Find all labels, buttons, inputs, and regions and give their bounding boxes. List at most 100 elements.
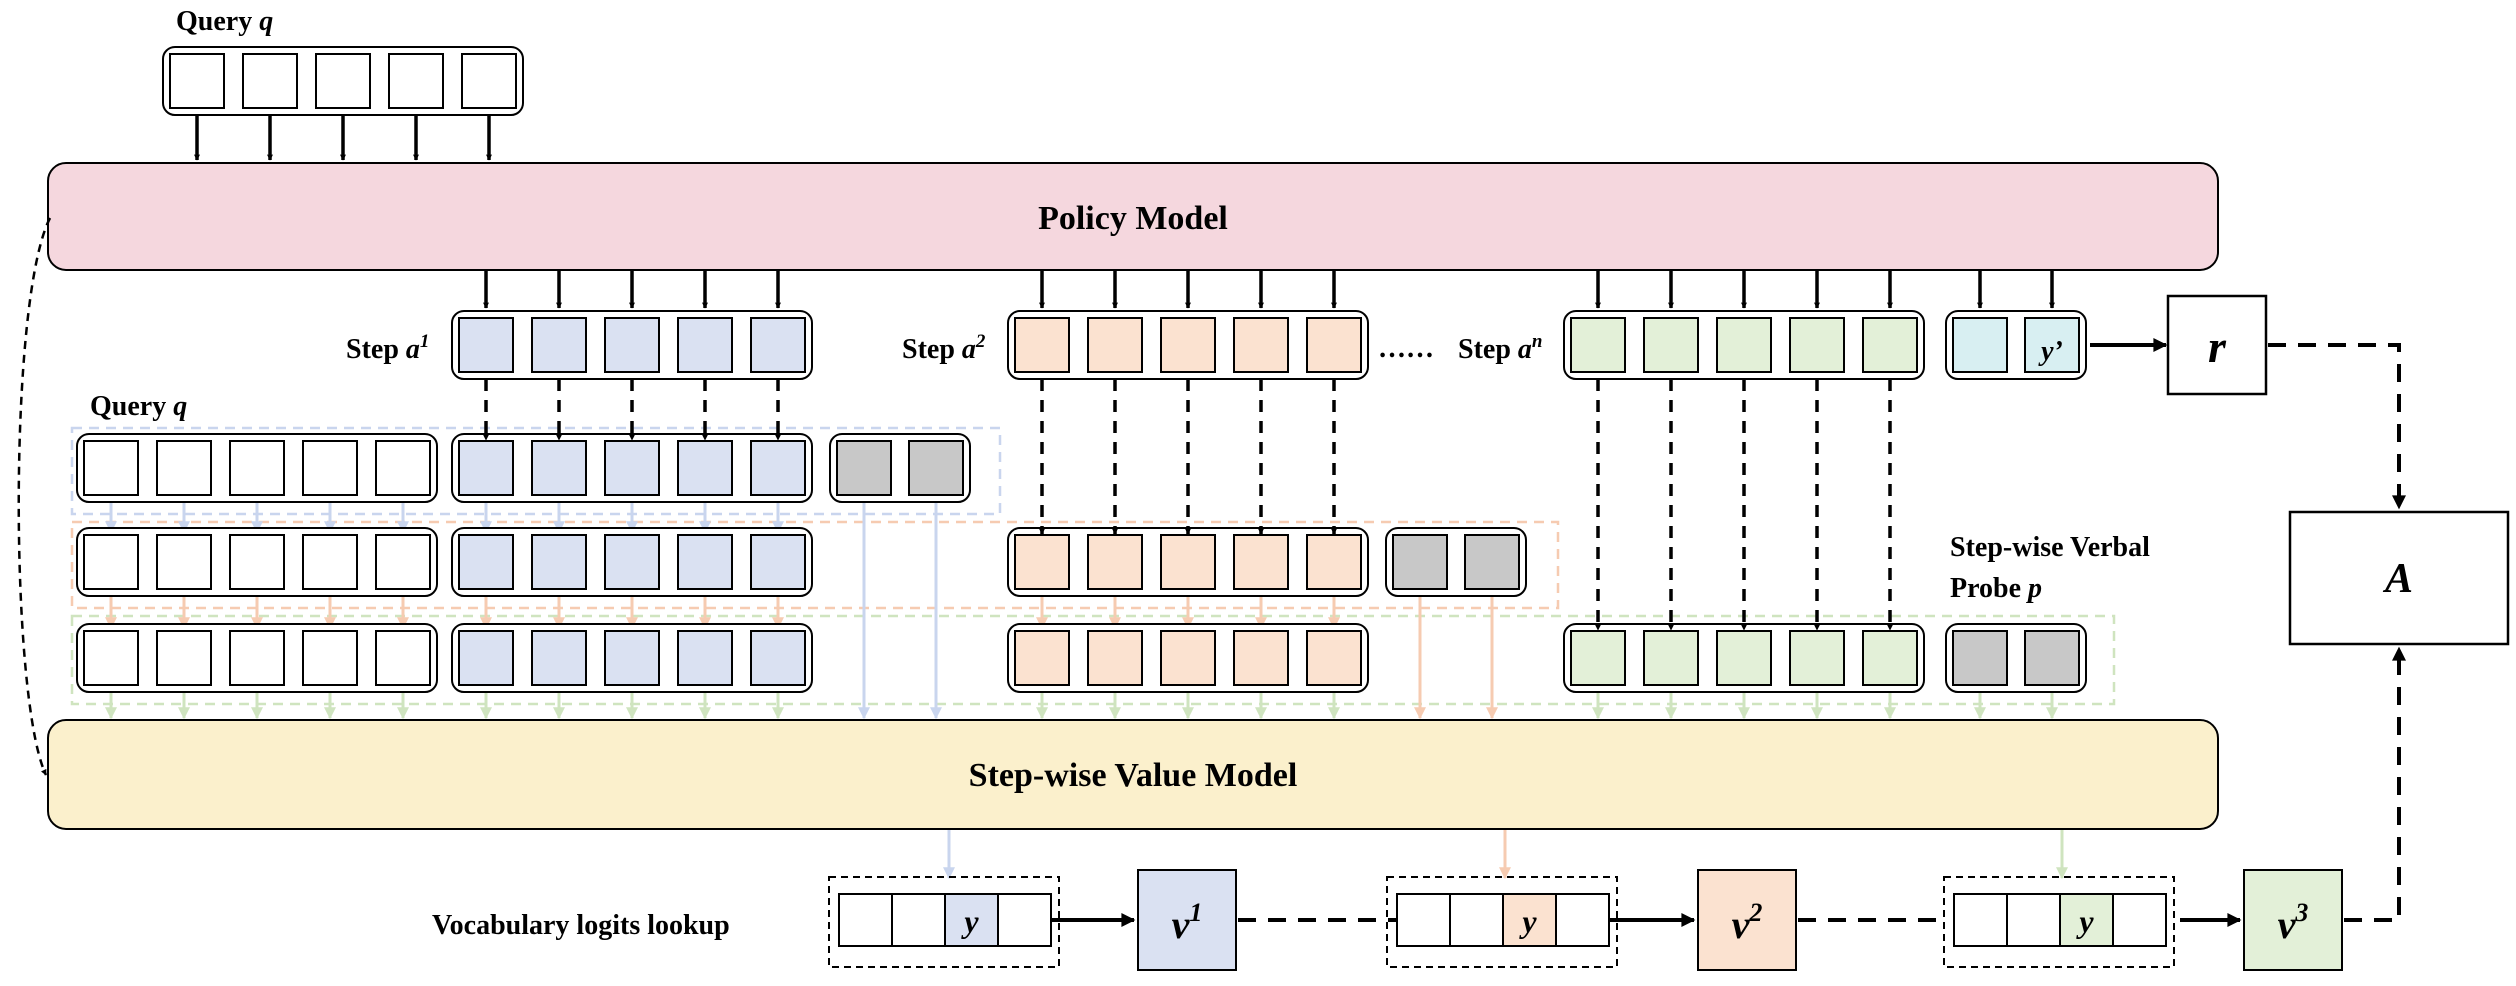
lookup-3-y-label: y [2075,903,2094,939]
row3-an-token [1570,630,1626,686]
row2-a1-token [677,534,733,590]
reward-label: r [2208,321,2227,372]
lookup-2-frame [1386,876,1618,968]
value-box-v2 [1697,869,1797,971]
step-an-token [1643,317,1699,373]
row2-a1-token [531,534,587,590]
value-model-label: Step-wise Value Model [969,757,1298,794]
query-row3-token [156,630,212,686]
query-top-token [315,53,371,109]
query-row1-token [302,440,358,496]
answer-y-prime-label: y’ [2038,336,2063,367]
lookup-1-cell [891,893,946,947]
advantage-label: A [2382,556,2413,602]
query-row1-token [375,440,431,496]
probe-label-line2: Probe p [1950,573,2042,604]
row3-an-token [1643,630,1699,686]
lookup-2-cell [1449,893,1504,947]
probe-row2-token [1392,534,1448,590]
step-an-token [1570,317,1626,373]
row2-a2-token [1160,534,1216,590]
step-a2-token [1160,317,1216,373]
step-a2-label: Step a2 [902,331,986,365]
query-top-token [169,53,225,109]
row3-an-token [1716,630,1772,686]
row2-a2-token [1014,534,1070,590]
query-row1-token [229,440,285,496]
policy-to-value-curve [17,217,52,776]
lookup-2-y-label: y [1518,903,1537,939]
probe-row3-token [2024,630,2080,686]
reward-to-advantage-dashed [2268,343,2406,510]
policy-model-label: Policy Model [1038,200,1228,237]
step-an-token [1789,317,1845,373]
row2-a1-token [750,534,806,590]
query-row2-token [302,534,358,590]
row3-a1-token [677,630,733,686]
probe-row2-token [1464,534,1520,590]
query-top-token [461,53,517,109]
answer-token [2024,317,2080,373]
step-a1-token [750,317,806,373]
token-groups: y’ [76,46,2087,693]
value-label-v3: v3 [2278,898,2309,947]
ellipsis-label: …… [1378,333,1434,364]
step-a1-token [604,317,660,373]
lookup-1-frame [828,876,1060,968]
step-a1-token [458,317,514,373]
query-row2-token [375,534,431,590]
step-a2-token [1014,317,1070,373]
step-a2-token [1306,317,1362,373]
black-connectors [194,115,2055,631]
probe-label-line1: Step-wise Verbal [1950,532,2150,563]
query-row2-token [156,534,212,590]
query-row3-token [302,630,358,686]
step-a2-token [1233,317,1289,373]
value-label-v2: v2 [1732,898,1763,947]
advantage-box [2288,510,2510,646]
probe-row3-token [1952,630,2008,686]
row2-a2-token [1233,534,1289,590]
policy-model-bar [47,162,2219,271]
query-row1-token [156,440,212,496]
query-top-token [242,53,298,109]
query-row3-token [83,630,139,686]
query-row1-token [83,440,139,496]
row3-a1-token [750,630,806,686]
step-a1-token [531,317,587,373]
row1-a1-token [458,440,514,496]
probe-row1-token [836,440,892,496]
lookup-3-cell [1953,893,2008,947]
step-a1-label: Step a1 [346,331,429,365]
query-left-label: Query q [90,391,187,422]
step-a2-token [1087,317,1143,373]
lookup-3-frame [1943,876,2175,968]
row2-a1-token [604,534,660,590]
reward-box [2166,294,2268,396]
row3-a1-token [604,630,660,686]
region-row2 [70,520,1560,610]
vocab-lookup-label: Vocabulary logits lookup [432,910,730,941]
lookup-1-y-label: y [960,903,979,939]
value-label-v1: v1 [1172,898,1203,947]
row3-a1-token [531,630,587,686]
step-a1-token [677,317,733,373]
lookup-3-cell [2006,893,2061,947]
lookup-2-cell [1555,893,1610,947]
value-box-v3 [2243,869,2343,971]
query-row2-token [229,534,285,590]
lookup-1-cell [944,893,999,947]
probe-row1-token [908,440,964,496]
row1-a1-token [531,440,587,496]
row3-a2-token [1233,630,1289,686]
query-row3-token [229,630,285,686]
lookup-3-cell [2059,893,2114,947]
row-regions [70,426,2116,706]
query-top-token [388,53,444,109]
row1-a1-token [677,440,733,496]
row3-a2-token [1306,630,1362,686]
step-an-token [1716,317,1772,373]
row3-a2-token [1087,630,1143,686]
row3-a2-token [1160,630,1216,686]
